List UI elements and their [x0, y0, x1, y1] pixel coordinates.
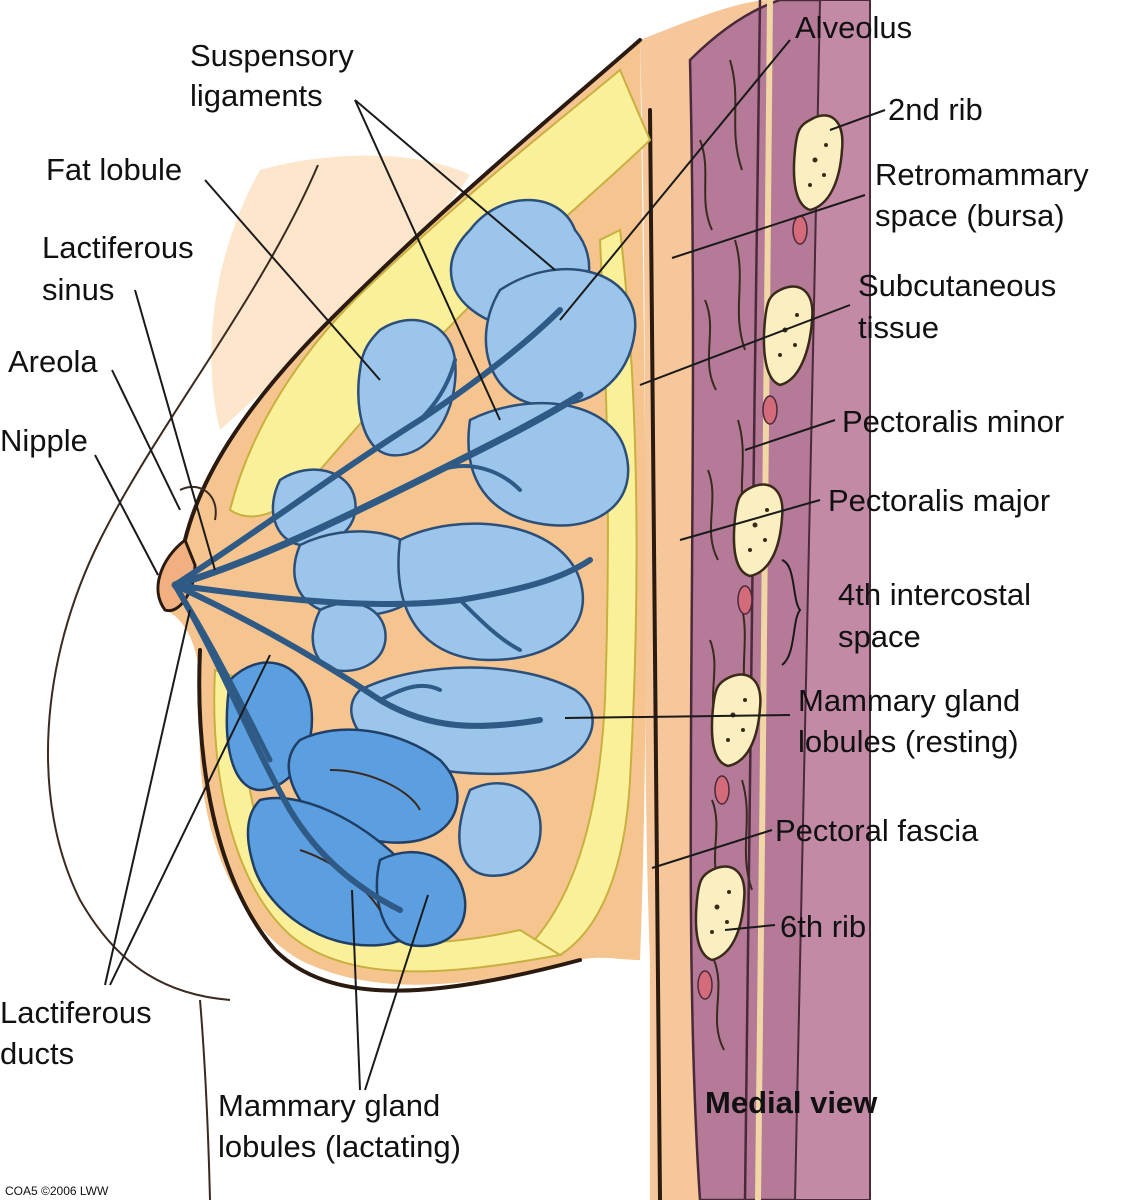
label-resting-2: lobules (resting) [798, 724, 1019, 759]
label-6th-rib: 6th rib [780, 909, 866, 944]
label-lactiferous-sinus-2: sinus [42, 272, 114, 307]
lactating-lobules [225, 661, 467, 948]
rib-3 [762, 285, 814, 387]
rib-6 [694, 865, 746, 962]
resting-lobules [271, 198, 637, 877]
intercostal-brace [781, 559, 802, 666]
ribs [694, 114, 844, 1000]
rib-5 [710, 673, 762, 768]
rib-4 [732, 483, 784, 578]
label-areola: Areola [8, 344, 98, 379]
label-lactating-1: Mammary gland [218, 1088, 440, 1123]
label-pectoralis-minor: Pectoralis minor [842, 404, 1064, 439]
label-suspensory-1: Suspensory [190, 38, 354, 73]
label-lactating-2: lobules (lactating) [218, 1129, 461, 1164]
labels: Alveolus Suspensory ligaments 2nd rib Fa… [0, 10, 1089, 1198]
label-retromammary-1: Retromammary [875, 157, 1089, 192]
label-lactiferous-ducts-1: Lactiferous [0, 995, 152, 1030]
areola [179, 485, 217, 521]
label-pectoralis-major: Pectoralis major [828, 483, 1050, 518]
label-lactiferous-sinus-1: Lactiferous [42, 230, 194, 265]
body-outline [0, 0, 470, 1200]
label-medial-view: Medial view [705, 1085, 878, 1120]
label-retromammary-2: space (bursa) [875, 198, 1065, 233]
label-pectoral-fascia: Pectoral fascia [775, 813, 979, 848]
credit-text: COA5 ©2006 LWW [5, 1184, 109, 1198]
label-intercostal-1: 4th intercostal [838, 577, 1031, 612]
label-subcutaneous-1: Subcutaneous [858, 268, 1056, 303]
label-resting-1: Mammary gland [798, 683, 1020, 718]
leader-lines [94, 39, 886, 1091]
label-fat-lobule: Fat lobule [46, 152, 182, 187]
label-alveolus: Alveolus [795, 10, 912, 45]
label-suspensory-2: ligaments [190, 78, 323, 113]
label-lactiferous-ducts-2: ducts [0, 1036, 74, 1071]
label-nipple: Nipple [0, 423, 88, 458]
label-intercostal-2: space [838, 619, 921, 654]
label-2nd-rib: 2nd rib [888, 92, 983, 127]
lactiferous-ducts [171, 307, 593, 913]
label-subcutaneous-2: tissue [858, 310, 939, 345]
